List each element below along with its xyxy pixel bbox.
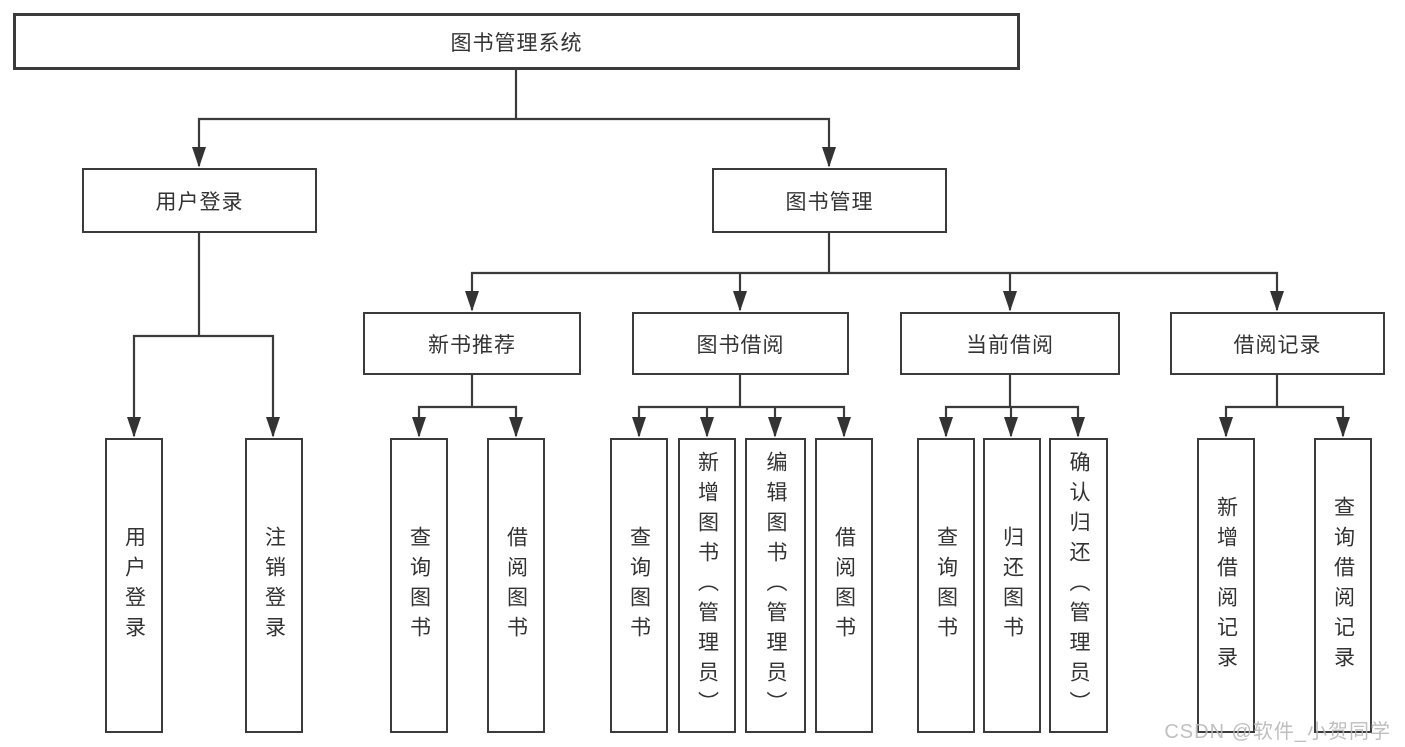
leaf-user-login: 用户登录 [105,438,163,733]
node-user-login: 用户登录 [82,168,317,233]
leaf-add-borrow-record: 新增借阅记录 [1197,438,1255,733]
node-borrow-records: 借阅记录 [1170,312,1385,375]
leaf-borrow-books: 借阅图书 [815,438,873,733]
leaf-return-books: 归还图书 [983,438,1041,733]
leaf-query-books-current: 查询图书 [917,438,975,733]
csdn-watermark: CSDN @软件_小贺同学 [1164,721,1391,743]
node-book-management: 图书管理 [712,168,947,233]
leaf-add-book-admin: 新增图书（管理员） [678,438,736,733]
leaf-query-borrow-record: 查询借阅记录 [1314,438,1372,733]
leaf-edit-book-admin: 编辑图书（管理员） [745,438,806,733]
node-new-book-recommend: 新书推荐 [363,312,581,375]
leaf-logout: 注销登录 [245,438,303,733]
node-book-borrow: 图书借阅 [632,312,849,375]
leaf-borrow-books-recommend: 借阅图书 [487,438,545,733]
leaf-query-books-recommend: 查询图书 [390,438,448,733]
node-library-management-system: 图书管理系统 [13,13,1020,70]
node-current-borrow: 当前借阅 [900,312,1120,375]
leaf-confirm-return-admin: 确认归还（管理员） [1049,438,1108,733]
leaf-query-books-borrow: 查询图书 [610,438,668,733]
